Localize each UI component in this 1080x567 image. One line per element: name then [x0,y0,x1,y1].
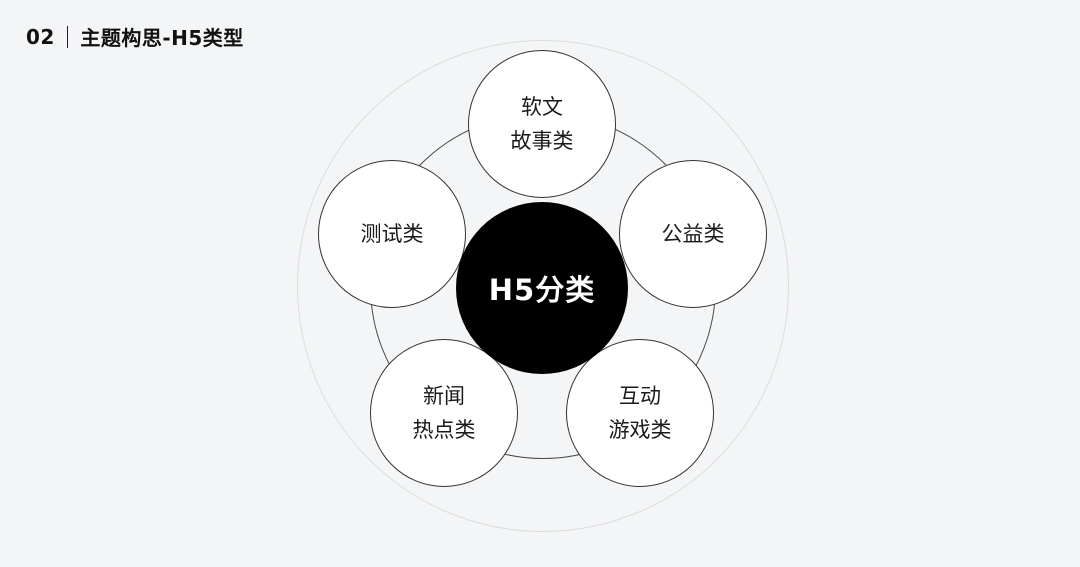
node-public-welfare: 公益类 [619,160,767,308]
node-soft-story: 软文 故事类 [468,50,616,198]
slide-header: 02 主题构思-H5类型 [26,22,244,51]
node-news-hot: 新闻 热点类 [370,339,518,487]
node-interactive-game: 互动 游戏类 [566,339,714,487]
center-label: H5分类 [488,273,596,307]
slide-title: 主题构思-H5类型 [80,26,244,50]
node-label-line1: 新闻 [423,384,465,408]
node-label-line2: 故事类 [510,129,574,153]
center-node: H5分类 [456,202,628,374]
section-number: 02 [26,24,55,49]
node-label-line1: 测试类 [360,222,424,246]
outer-ring [297,40,789,532]
node-label-line1: 互动 [619,384,661,408]
node-label-line1: 公益类 [661,222,725,246]
header-divider [66,25,69,48]
node-label-line2: 游戏类 [608,418,672,442]
node-label-line2: 热点类 [412,418,476,442]
node-test: 测试类 [318,160,466,308]
node-label-line1: 软文 [521,95,563,119]
